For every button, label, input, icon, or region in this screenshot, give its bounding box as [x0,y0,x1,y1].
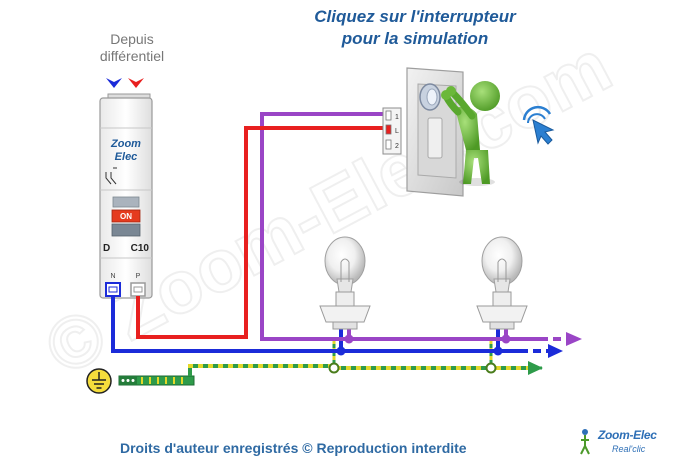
click-hand-icon[interactable] [522,105,555,145]
breaker-lever[interactable] [111,223,141,237]
terminal-p-label: P [136,273,141,280]
circuit-breaker: Zoom Elec ON D C10 N P [99,93,153,299]
breaker-brand-line2: Elec [115,151,138,163]
logo-subtitle: Real'clic [612,444,646,454]
neutral-junction-1 [336,346,346,356]
breaker-curve: D [103,243,110,254]
source-label: Depuis différentiel [80,31,184,65]
switch-terminal-1: 1 [395,114,399,121]
switched-junction-2 [501,334,511,344]
phase-wire [136,126,385,339]
instruction-text: Cliquez sur l'interrupteur pour la simul… [300,6,530,50]
ground-bar [118,368,195,386]
instruction-line-2: pour la simulation [341,29,489,48]
lamp-icon-1 [319,236,371,330]
breaker-rating: C10 [131,243,150,254]
source-line-1: Depuis [110,31,154,47]
breaker-brand-line1: Zoom [110,138,141,150]
neutral-junction-2 [493,346,503,356]
earth-wire [188,340,543,375]
phase-input-arrow [128,78,144,88]
terminal-neutral [105,282,121,297]
neutral-arrow [548,344,563,358]
copyright-text: Droits d'auteur enregistrés © Reproducti… [120,440,467,456]
switch-terminal-l: L [395,128,399,135]
figure-icon [419,81,500,186]
logo-name[interactable]: Zoom-Elec [598,428,657,442]
terminal-n-label: N [110,273,115,280]
logo-figure-icon [580,429,590,455]
neutral-input-arrow [106,78,122,88]
switch-terminal-2: 2 [395,143,399,150]
lamp-icon-2 [476,236,528,330]
instruction-line-1: Cliquez sur l'interrupteur [314,7,516,26]
source-line-2: différentiel [99,48,165,64]
switched-arrow [566,332,582,346]
switched-junction-1 [344,334,354,344]
on-indicator [111,209,141,223]
ground-symbol-icon [86,368,112,394]
breaker-state: ON [120,212,132,221]
breaker-contact-icon [105,167,117,185]
terminal-phase [130,282,146,297]
